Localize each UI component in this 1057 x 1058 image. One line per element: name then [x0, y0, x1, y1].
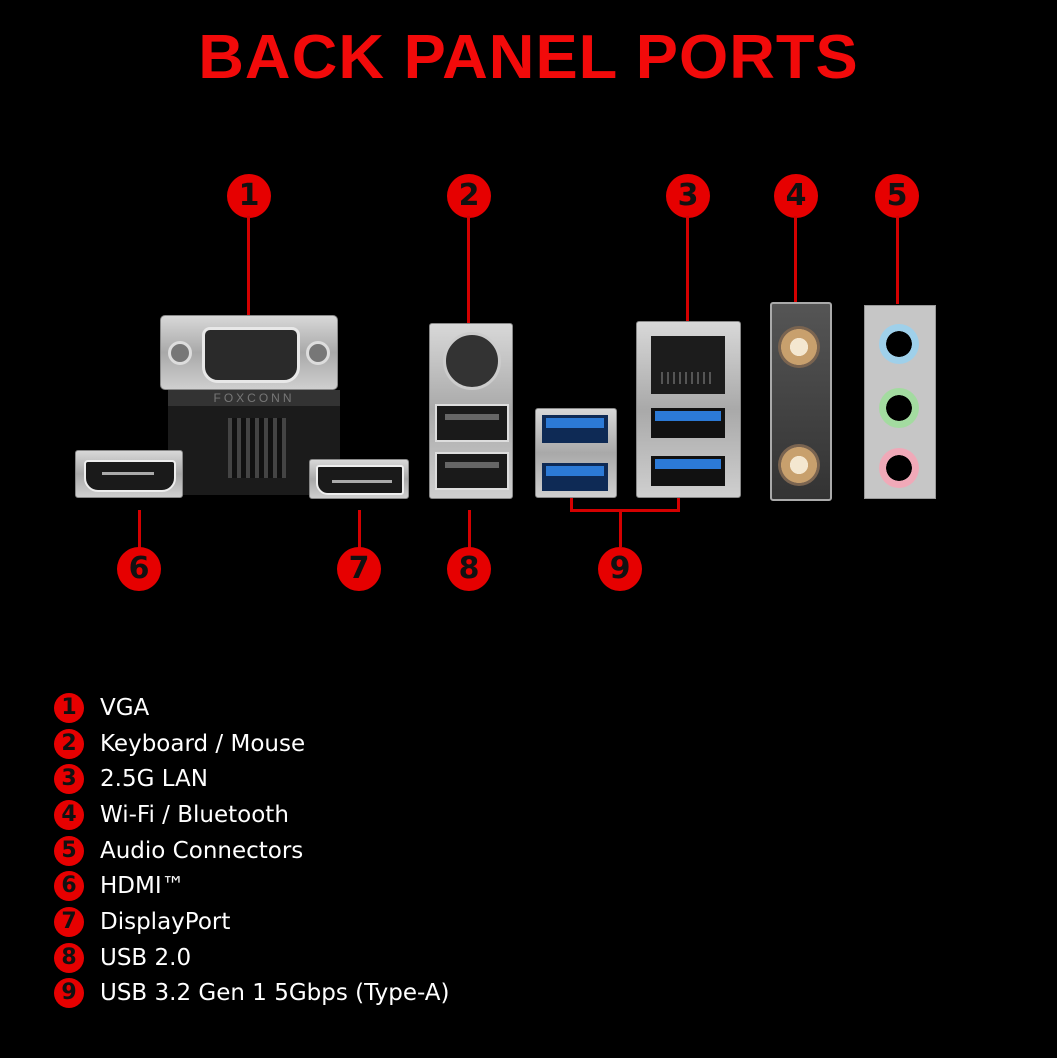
callout-line-4: [794, 216, 797, 302]
callout-line-7: [358, 510, 361, 548]
legend-item: 1 VGA: [54, 690, 449, 726]
callout-line-9: [619, 509, 622, 547]
ps2-usb2-stack: [429, 323, 513, 499]
displayport-port: [309, 459, 409, 499]
audio-jack-panel: [864, 305, 936, 499]
callout-bracket-right: [677, 498, 680, 511]
vga-heatsink: [228, 418, 286, 478]
hdmi-port: [75, 450, 183, 498]
legend-number-badge: 4: [54, 799, 84, 830]
callout-bracket-left: [570, 498, 573, 511]
legend-label: DisplayPort: [100, 908, 231, 935]
legend-label: HDMI™: [100, 873, 185, 900]
callout-badge-8: 8: [447, 547, 491, 591]
usb3-port-right-bottom: [651, 456, 725, 486]
legend-item: 6 HDMI™: [54, 868, 449, 904]
legend-item: 5 Audio Connectors: [54, 833, 449, 869]
callout-badge-9: 9: [598, 547, 642, 591]
callout-badge-5: 5: [875, 174, 919, 218]
legend-label: 2.5G LAN: [100, 766, 208, 793]
callout-line-2: [467, 216, 470, 324]
legend-number-badge: 2: [54, 728, 84, 759]
legend-label: Audio Connectors: [100, 837, 304, 864]
callout-line-1: [247, 216, 250, 316]
legend-item: 9 USB 3.2 Gen 1 5Gbps (Type-A): [54, 976, 449, 1012]
audio-jack-line-out: [879, 388, 919, 428]
audio-jack-mic-in: [879, 448, 919, 488]
usb3-port-left-bottom: [542, 463, 608, 491]
usb2-port-top: [435, 404, 509, 442]
legend-number-badge: 8: [54, 942, 84, 973]
callout-bracket-bar: [570, 509, 680, 512]
legend-label: Keyboard / Mouse: [100, 730, 306, 757]
vga-screw-left-icon: [168, 341, 192, 365]
legend-number-badge: 6: [54, 871, 84, 902]
callout-badge-6: 6: [117, 547, 161, 591]
vga-base: FOXCONN: [168, 390, 340, 495]
legend-label: USB 2.0: [100, 944, 192, 971]
antenna-connector-bottom: [778, 444, 820, 486]
legend-label: USB 3.2 Gen 1 5Gbps (Type-A): [100, 980, 450, 1007]
vga-brand-label: FOXCONN: [168, 390, 340, 406]
vga-port: [160, 315, 338, 390]
wifi-antenna-bracket: [770, 302, 832, 501]
callout-line-5: [896, 216, 899, 304]
callout-badge-1: 1: [227, 174, 271, 218]
usb3-stack-left: [535, 408, 617, 498]
legend-number-badge: 3: [54, 764, 84, 795]
antenna-connector-top: [778, 326, 820, 368]
usb3-port-left-top: [542, 415, 608, 443]
lan-rj45-port: [651, 336, 725, 394]
legend-label: Wi-Fi / Bluetooth: [100, 801, 289, 828]
legend-item: 7 DisplayPort: [54, 904, 449, 940]
legend-number-badge: 7: [54, 906, 84, 937]
vga-socket: [202, 327, 300, 383]
page-title: BACK PANEL PORTS: [198, 23, 859, 92]
ps2-keyboard-mouse-port: [443, 332, 501, 390]
legend-number-badge: 1: [54, 692, 84, 723]
vga-screw-right-icon: [306, 341, 330, 365]
usb3-port-right-top: [651, 408, 725, 438]
legend-number-badge: 9: [54, 978, 84, 1009]
legend-item: 4 Wi-Fi / Bluetooth: [54, 797, 449, 833]
callout-line-8: [468, 510, 471, 548]
port-legend: 1 VGA 2 Keyboard / Mouse 3 2.5G LAN 4 Wi-Fi …: [54, 690, 449, 1011]
callout-line-3: [686, 216, 689, 322]
callout-badge-2: 2: [447, 174, 491, 218]
callout-line-6: [138, 510, 141, 548]
usb2-port-bottom: [435, 452, 509, 490]
callout-badge-3: 3: [666, 174, 710, 218]
lan-usb3-stack: [636, 321, 741, 498]
audio-jack-line-in: [879, 324, 919, 364]
legend-item: 8 USB 2.0: [54, 940, 449, 976]
callout-badge-4: 4: [774, 174, 818, 218]
legend-item: 2 Keyboard / Mouse: [54, 726, 449, 762]
callout-badge-7: 7: [337, 547, 381, 591]
legend-label: VGA: [100, 694, 150, 721]
legend-number-badge: 5: [54, 835, 84, 866]
legend-item: 3 2.5G LAN: [54, 761, 449, 797]
